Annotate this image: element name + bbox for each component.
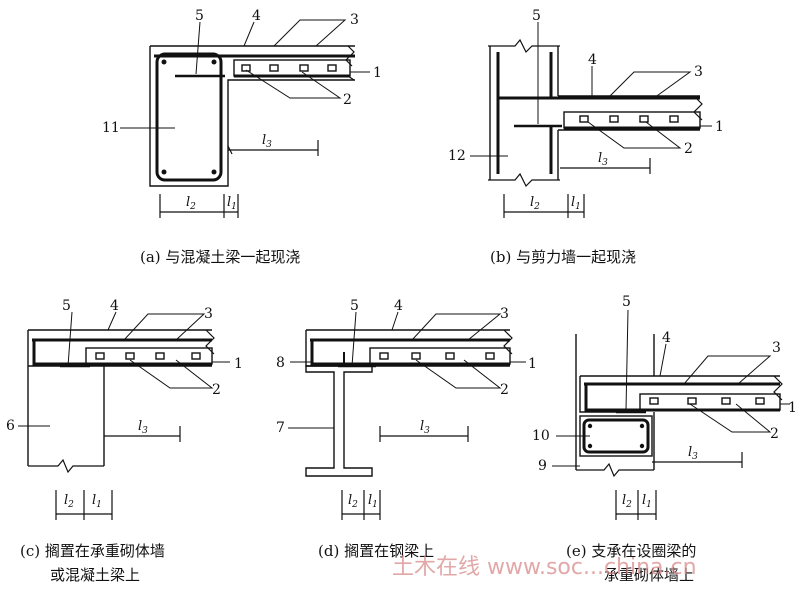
caption-e-2: 承重砌体墙上 xyxy=(604,566,694,584)
dim-d-l3: l3 xyxy=(420,419,430,436)
caption-b: (b) 与剪力墙一起现浇 xyxy=(490,248,636,266)
label-a-5: 5 xyxy=(195,8,204,24)
label-c-3: 3 xyxy=(204,306,213,322)
dim-a-l1: l1 xyxy=(227,195,237,212)
label-d-2: 2 xyxy=(500,382,509,398)
figure-a xyxy=(120,19,370,218)
label-c-4: 4 xyxy=(110,298,119,314)
dim-b-l2: l2 xyxy=(530,195,540,212)
label-b-12: 12 xyxy=(448,148,466,164)
label-e-2: 2 xyxy=(770,426,779,442)
dim-a-l3: l3 xyxy=(262,133,272,150)
figure-b xyxy=(470,22,712,218)
label-e-9: 9 xyxy=(538,458,547,474)
label-a-2: 2 xyxy=(343,92,352,108)
label-c-1: 1 xyxy=(234,356,243,372)
figure-e-text: 5 4 3 1 2 10 9 l3 l2 l1 (e) 支承在设圈梁的 承重砌体… xyxy=(532,294,797,584)
label-c-2: 2 xyxy=(212,382,221,398)
dim-b-l1: l1 xyxy=(571,195,581,212)
caption-e-1: (e) 支承在设圈梁的 xyxy=(566,542,696,560)
label-a-1: 1 xyxy=(373,65,382,81)
beam-stirrup xyxy=(155,52,223,182)
dim-e-l3: l3 xyxy=(688,445,698,462)
label-a-3: 3 xyxy=(350,12,359,28)
caption-a: (a) 与混凝土梁一起现浇 xyxy=(140,248,300,266)
label-d-8: 8 xyxy=(276,355,285,371)
label-e-3: 3 xyxy=(772,340,781,356)
figure-c-text: 5 4 3 1 2 6 l3 l2 l1 (c) 搁置在承重砌体墙 或混凝土梁上 xyxy=(6,298,243,584)
caption-d: (d) 搁置在钢梁上 xyxy=(318,542,434,560)
label-b-3: 3 xyxy=(694,64,703,80)
label-d-5: 5 xyxy=(350,298,359,314)
dim-d-l2: l2 xyxy=(348,493,358,510)
label-b-2: 2 xyxy=(684,141,693,157)
figure-d-text: 5 4 3 1 2 8 7 l3 l2 l1 (d) 搁置在钢梁上 xyxy=(276,298,537,560)
dim-c-l1: l1 xyxy=(92,493,102,510)
label-e-1: 1 xyxy=(788,400,797,416)
caption-c-1: (c) 搁置在承重砌体墙 xyxy=(20,542,165,560)
figure-a-text: 5 4 3 1 2 11 l3 l2 l1 (a) 与混凝土梁一起现浇 xyxy=(102,8,382,266)
figure-c xyxy=(18,311,230,520)
steel-i-beam xyxy=(305,365,373,477)
dim-b-l3: l3 xyxy=(598,151,608,168)
label-d-7: 7 xyxy=(276,420,285,436)
ring-beam xyxy=(579,415,653,457)
dim-d-l1: l1 xyxy=(368,493,378,510)
label-b-1: 1 xyxy=(715,119,724,135)
dim-c-l2: l2 xyxy=(64,493,74,510)
dim-a-l2: l2 xyxy=(186,195,196,212)
figure-e xyxy=(552,309,790,520)
figure-b-text: 5 4 3 1 2 12 l3 l2 l1 (b) 与剪力墙一起现浇 xyxy=(448,8,724,266)
label-e-10: 10 xyxy=(532,428,550,444)
figure-d xyxy=(288,311,526,520)
label-d-1: 1 xyxy=(528,356,537,372)
label-b-4: 4 xyxy=(588,52,597,68)
label-d-3: 3 xyxy=(500,306,509,322)
label-d-4: 4 xyxy=(394,298,403,314)
label-c-5: 5 xyxy=(62,298,71,314)
label-e-5: 5 xyxy=(622,294,631,310)
dim-c-l3: l3 xyxy=(138,419,148,436)
label-e-4: 4 xyxy=(662,330,671,346)
label-a-11: 11 xyxy=(102,120,120,136)
caption-c-2: 或混凝土梁上 xyxy=(50,566,140,584)
watermark: 土木在线 www.soc...china.cn xyxy=(392,555,697,580)
dim-e-l2: l2 xyxy=(622,493,632,510)
label-c-6: 6 xyxy=(6,418,15,434)
label-a-4: 4 xyxy=(252,8,261,24)
slab-cores xyxy=(241,64,337,72)
label-b-5: 5 xyxy=(532,8,541,24)
beam-outline xyxy=(149,45,355,187)
dim-e-l1: l1 xyxy=(642,493,652,510)
